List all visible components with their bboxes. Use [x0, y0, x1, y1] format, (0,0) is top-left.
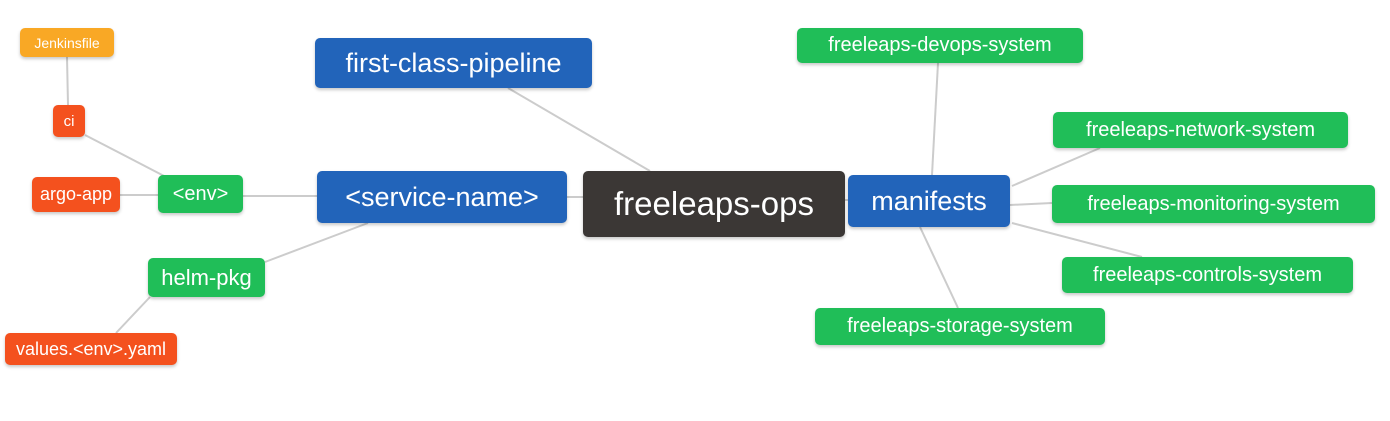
node-first-class-pipeline[interactable]: first-class-pipeline — [315, 38, 592, 88]
node-label: freeleaps-monitoring-system — [1087, 192, 1340, 215]
edge-ci-to-env — [84, 134, 167, 178]
node-controls-system[interactable]: freeleaps-controls-system — [1062, 257, 1353, 293]
node-manifests[interactable]: manifests — [848, 175, 1010, 227]
node-monitoring-system[interactable]: freeleaps-monitoring-system — [1052, 185, 1375, 223]
edge-manifests-to-controls-system — [1011, 222, 1143, 258]
node-storage-system[interactable]: freeleaps-storage-system — [815, 308, 1105, 345]
node-label: Jenkinsfile — [34, 34, 100, 51]
edge-first-class-pipeline-to-freeleaps-ops — [507, 87, 651, 172]
node-label: values.<env>.yaml — [15, 338, 167, 359]
edge-manifests-to-storage-system — [919, 226, 959, 309]
node-helm-pkg[interactable]: helm-pkg — [148, 258, 265, 297]
node-label: manifests — [871, 185, 987, 216]
node-label: <service-name> — [345, 181, 539, 212]
edge-manifests-to-monitoring-system — [1009, 202, 1053, 206]
node-label: freeleaps-ops — [614, 185, 814, 222]
node-label: freeleaps-controls-system — [1093, 263, 1322, 286]
node-label: first-class-pipeline — [345, 47, 562, 78]
node-label: freeleaps-devops-system — [828, 34, 1052, 56]
node-freeleaps-ops[interactable]: freeleaps-ops — [583, 171, 845, 237]
node-devops-system[interactable]: freeleaps-devops-system — [797, 28, 1083, 63]
edge-helm-pkg-to-values-env-yaml — [115, 296, 151, 334]
node-label: <env> — [172, 182, 229, 205]
node-label: freeleaps-storage-system — [847, 315, 1073, 337]
node-label: argo-app — [39, 184, 113, 204]
edge-jenkinsfile-to-ci — [66, 56, 69, 106]
edge-manifests-to-network-system — [1011, 147, 1101, 187]
node-argo-app[interactable]: argo-app — [32, 177, 120, 212]
edge-manifests-to-devops-system — [931, 62, 939, 176]
edge-service-name-to-helm-pkg — [264, 222, 369, 263]
node-ci[interactable]: ci — [53, 105, 85, 137]
node-label: freeleaps-network-system — [1086, 118, 1315, 141]
node-label: helm-pkg — [161, 264, 252, 290]
node-env[interactable]: <env> — [158, 175, 243, 213]
node-jenkinsfile[interactable]: Jenkinsfile — [20, 28, 114, 57]
node-service-name[interactable]: <service-name> — [317, 171, 567, 223]
node-values-env-yaml[interactable]: values.<env>.yaml — [5, 333, 177, 365]
node-network-system[interactable]: freeleaps-network-system — [1053, 112, 1348, 148]
node-label: ci — [63, 112, 75, 130]
